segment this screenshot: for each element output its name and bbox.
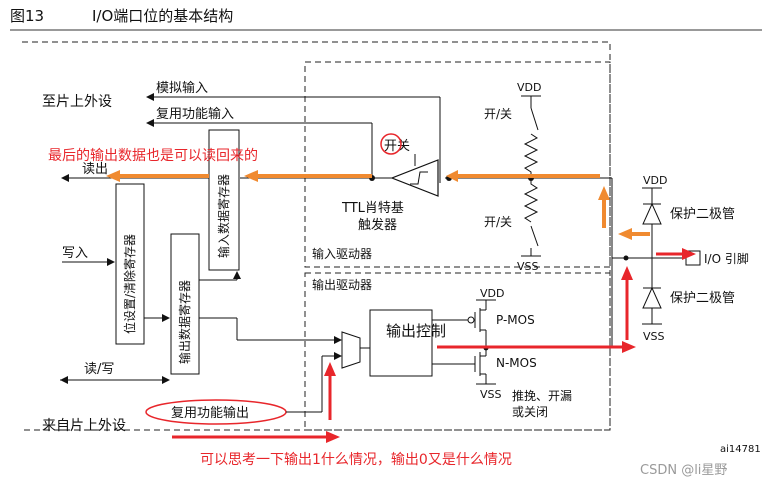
pmos-label: P-MOS: [496, 313, 535, 327]
output-control-block: [369, 309, 433, 377]
read-write-arrow-back: [60, 376, 68, 384]
pmos-bubble: [467, 316, 475, 324]
figure-title: I/O端口位的基本结构: [92, 7, 233, 25]
read-write-label: 读/写: [84, 362, 114, 377]
pullup-switch: [530, 107, 539, 131]
nmos-label: N-MOS: [496, 356, 537, 370]
output-mux: [341, 331, 361, 369]
from-peripheral-label: 来自片上外设: [42, 418, 126, 434]
schmitt-label-2: 触发器: [358, 217, 397, 233]
write-label: 写入: [62, 246, 88, 261]
nmos-vss: VSS: [480, 388, 502, 401]
readback-arrowhead-1: [244, 170, 258, 182]
pulldown-vss: VSS: [517, 260, 539, 273]
output-driver-label: 输出驱动器: [312, 277, 372, 292]
input-data-register-label: 输入数据寄存器: [216, 174, 231, 258]
pin-up-arrowhead-orange: [598, 186, 610, 200]
readback-arrowhead-3: [446, 170, 458, 182]
bit-set-reset-label: 位设置/清除寄存器: [122, 234, 137, 334]
pullup-vdd: VDD: [517, 81, 541, 94]
annotation-top: 最后的输出数据也是可以读回来的: [48, 147, 258, 164]
readback-arrowhead-2: [106, 170, 120, 182]
io-pin-label: I/O 引脚: [704, 251, 749, 266]
output-data-register: [170, 233, 200, 375]
alt-input-label: 复用功能输入: [156, 106, 234, 122]
pulldown-switch-label: 开/关: [484, 215, 512, 229]
watermark: CSDN @li星野: [640, 463, 727, 478]
figure-number: 图13: [10, 7, 44, 25]
switch-label: 开关: [384, 139, 410, 154]
diode-in-arrowhead-orange: [618, 228, 632, 240]
pin-out-arrowhead-red: [682, 248, 696, 260]
alt-up-arrowhead-red: [324, 362, 336, 376]
pulldown-switch: [530, 225, 539, 247]
pmos-vdd: VDD: [480, 287, 504, 300]
bit-set-reset-register: [115, 183, 145, 345]
protection-vdd: VDD: [643, 174, 667, 187]
input-driver-region: [304, 61, 611, 268]
input-data-register: [208, 129, 240, 271]
top-diode-label: 保护二极管: [670, 207, 735, 222]
hysteresis-icon: [410, 171, 428, 185]
protection-vss: VSS: [643, 330, 665, 343]
figure-id-code: ai14781: [720, 444, 761, 455]
analog-input-label: 模拟输入: [156, 80, 208, 96]
output-driver-region: [304, 272, 611, 431]
schmitt-label-1: TTL肖特基: [341, 201, 404, 216]
switch-highlight-circle: [380, 133, 402, 155]
output-control-label-1: 输出控制: [386, 322, 446, 340]
bottom-diode: [642, 286, 662, 309]
pullup-resistor: [523, 133, 539, 178]
annotation-bottom: 可以思考一下输出1什么情况，输出0又是什么情况: [200, 452, 512, 468]
pin-up-arrowhead-red: [621, 266, 633, 280]
input-driver-label: 输入驱动器: [312, 246, 372, 261]
modes-label-1: 推挽、开漏: [512, 389, 572, 403]
alt-output-label: 复用功能输出: [171, 405, 249, 421]
schmitt-trigger: [390, 159, 439, 197]
read-label: 读出: [82, 162, 108, 177]
pin-node-dot: [623, 255, 629, 261]
to-peripheral-label: 至片上外设: [42, 94, 112, 110]
pullup-switch-label: 开/关: [484, 107, 512, 121]
bottom-arrowhead-red: [326, 431, 340, 443]
output-data-register-label: 输出数据寄存器: [177, 280, 192, 364]
output-arrowhead-red: [622, 341, 636, 353]
bottom-diode-label: 保护二极管: [670, 291, 735, 306]
top-diode: [642, 202, 662, 225]
modes-label-2: 或关闭: [512, 405, 548, 419]
pulldown-resistor: [523, 178, 539, 223]
